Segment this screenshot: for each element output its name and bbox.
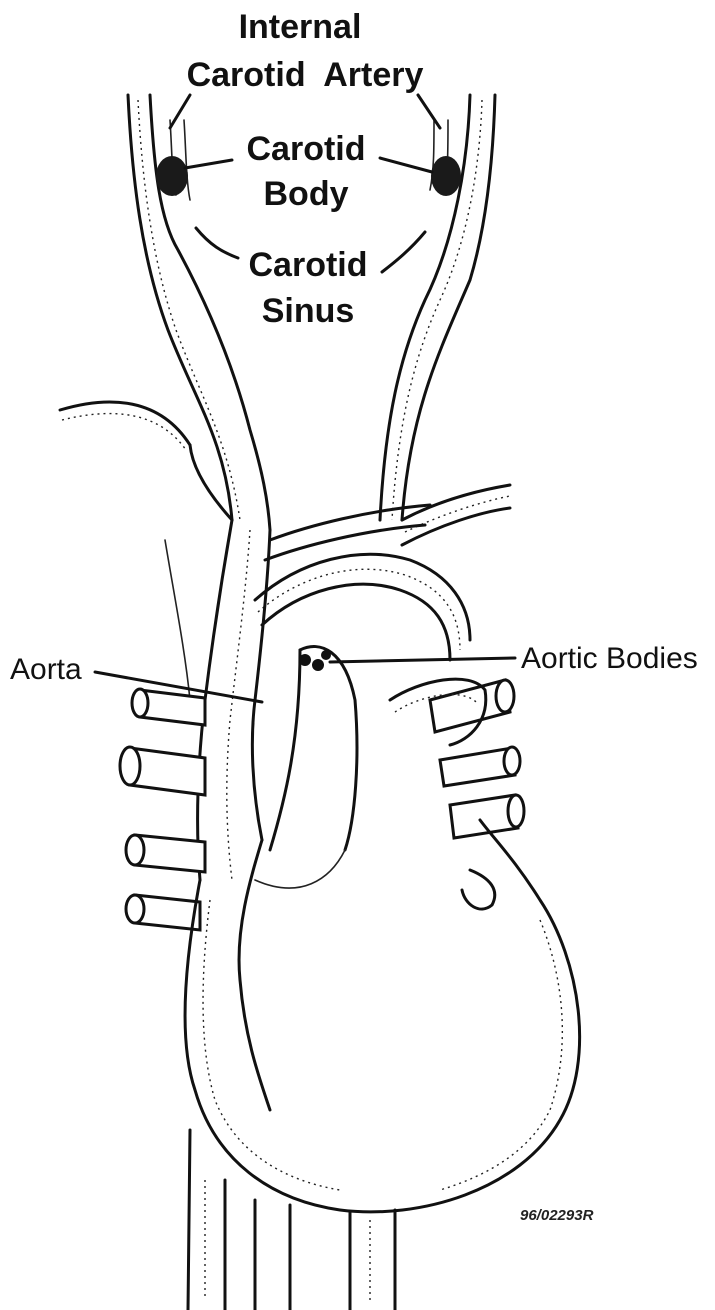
leader-aortic-bodies xyxy=(330,658,515,662)
label-aorta: Aorta xyxy=(10,653,82,686)
leader-left-carotid-body xyxy=(185,160,232,168)
inferior-vessels xyxy=(188,1130,395,1310)
leader-left-internal xyxy=(170,95,190,128)
leader-right-carotid-body xyxy=(380,158,432,172)
leader-right-internal xyxy=(418,95,440,128)
right-carotid-body xyxy=(431,156,461,196)
label-carotid-artery: Carotid Artery xyxy=(187,56,424,94)
label-internal: Internal xyxy=(239,8,362,46)
leader-right-carotid-sinus xyxy=(382,232,425,272)
pulmonary-veins-right xyxy=(430,680,524,838)
label-carotid-body-1: Carotid xyxy=(247,130,366,168)
right-carotid-artery xyxy=(380,95,495,520)
figure-code: 96/02293R xyxy=(520,1207,594,1224)
left-carotid-body xyxy=(156,156,188,196)
label-carotid-sinus-2: Sinus xyxy=(262,292,355,330)
label-carotid-body-2: Body xyxy=(264,175,349,213)
leader-left-carotid-sinus xyxy=(196,228,238,258)
label-aortic-bodies: Aortic Bodies xyxy=(521,642,698,675)
aortic-bodies xyxy=(299,650,331,671)
heart xyxy=(185,820,580,1212)
pulmonary-veins-left xyxy=(120,689,205,930)
subclavian-vessels xyxy=(60,402,510,545)
label-carotid-sinus-1: Carotid xyxy=(249,246,368,284)
